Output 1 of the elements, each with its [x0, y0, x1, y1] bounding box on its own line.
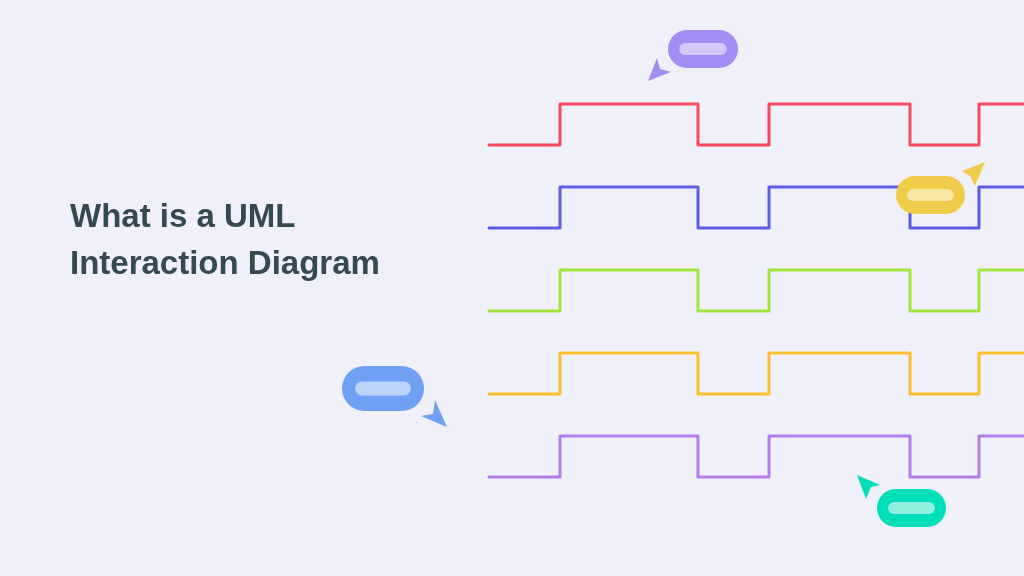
- heading: What is a UML Interaction Diagram: [70, 196, 381, 283]
